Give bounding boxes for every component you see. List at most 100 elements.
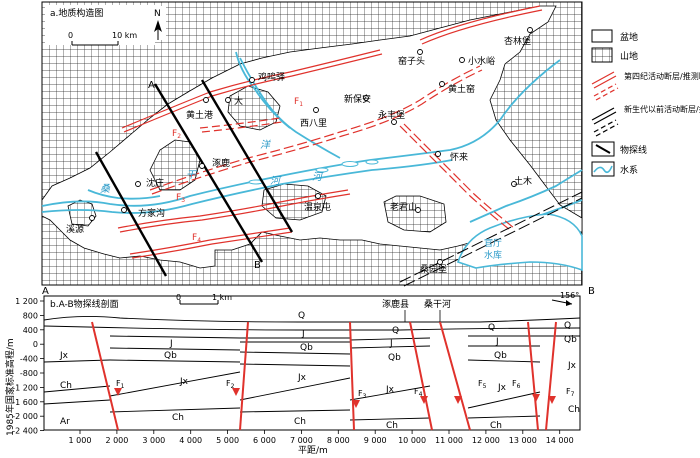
x-axis-label: 平距/m <box>298 445 328 456</box>
svg-text:山地: 山地 <box>620 50 638 62</box>
y-tick-label: -800 <box>20 369 38 378</box>
svg-text:N: N <box>154 9 161 19</box>
svg-text:F5: F5 <box>478 379 487 390</box>
place-label-huangtugang: 黄土港 <box>186 109 213 121</box>
svg-text:F1: F1 <box>116 379 125 390</box>
water-icon <box>593 165 613 174</box>
layer-labels: Q Q Q Q J J J J Qb Qb Qb Qb Qb Jx Jx Jx … <box>59 311 580 431</box>
pre-cenozoic-fault <box>399 191 583 287</box>
legend-item-water: 水系 <box>591 161 638 177</box>
place-marker-xinbaoan <box>363 95 369 101</box>
fault-label-f2: F2 <box>172 129 181 140</box>
x-tick-label: 6 000 <box>253 436 276 445</box>
reservoir-area <box>456 213 583 272</box>
place-label-huailai: 怀来 <box>450 151 468 163</box>
place-label-laojunshan: 老君山 <box>390 201 417 213</box>
y-tick-label: 800 <box>23 311 38 320</box>
river-labels: 桑 干 河 洋 河 官厅 水库 <box>100 139 502 261</box>
map-title-box <box>45 5 155 45</box>
svg-text:河: 河 <box>270 175 282 187</box>
legend-item-pre-fault: 新生代以前活动断层/推测断层 <box>591 104 700 137</box>
y-tick-label: -1 600 <box>12 398 38 407</box>
place-label-xibali: 西八里 <box>300 118 327 129</box>
place-marker-tai <box>225 97 231 103</box>
svg-text:Qb: Qb <box>164 351 177 361</box>
place-marker-xibali <box>313 107 319 113</box>
y-tick-label: 0 <box>33 340 38 349</box>
map-end-a: A <box>148 80 155 91</box>
section-frame <box>43 295 581 431</box>
svg-text:F3: F3 <box>358 389 367 400</box>
svg-text:干: 干 <box>186 170 197 181</box>
svg-text:物探线: 物探线 <box>620 144 647 156</box>
place-label-xiyuan: 溪源 <box>66 223 84 235</box>
mountain-island <box>261 183 327 221</box>
place-marker-xiaoshuiyu <box>459 57 465 63</box>
x-tick-label: 10 000 <box>398 436 426 445</box>
place-marker-yongfengbao <box>391 119 397 125</box>
basin-icon <box>591 29 613 43</box>
place-label-shenzhuang: 沈庄 <box>146 177 164 189</box>
svg-text:J: J <box>495 337 499 347</box>
svg-text:Jx: Jx <box>297 373 307 383</box>
place-markers: 杏林堡窑子头小水峪黄土窑鸡鸣驿新保安永丰堡西八里黄土港大怀来沈庄涿鹿土木方家沟溪… <box>66 27 533 275</box>
azimuth-indicator: 156° <box>551 291 579 306</box>
y-tick-label: 400 <box>23 326 38 335</box>
place-marker-fangjiagou <box>121 207 127 213</box>
place-label-xinglinbao: 杏林堡 <box>504 35 531 47</box>
x-tick-label: 11 000 <box>435 436 463 445</box>
svg-text:J: J <box>389 339 393 349</box>
x-tick-label: 4 000 <box>179 436 202 445</box>
x-tick-label: 8 000 <box>327 436 350 445</box>
place-marker-xiyuan <box>89 215 95 221</box>
svg-text:0: 0 <box>176 293 181 302</box>
svg-text:J: J <box>169 339 173 349</box>
place-marker-laojunshan <box>415 207 421 213</box>
place-marker-huangtugang <box>203 97 209 103</box>
map-end-b: B <box>254 260 261 271</box>
survey-lines <box>94 79 294 277</box>
place-label-yongfengbao: 永丰堡 <box>378 109 405 121</box>
mountain-island <box>383 195 447 233</box>
svg-text:J: J <box>301 329 305 339</box>
legend-label-quaternary-fault: 第四纪活动断层/推测断层 <box>624 71 700 81</box>
label-river: 桑干河 <box>424 298 451 310</box>
svg-text:Jx: Jx <box>179 377 189 387</box>
svg-text:F2: F2 <box>226 379 235 390</box>
map-title: a.地质构造图 <box>50 7 103 19</box>
legend-label-pre-fault: 新生代以前活动断层/推测断层 <box>624 104 700 114</box>
svg-text:Qb: Qb <box>564 335 577 345</box>
fault-arrows <box>114 388 556 408</box>
place-label-xinbaoan: 新保安 <box>344 93 371 105</box>
fault-label-f3: F3 <box>176 193 185 204</box>
svg-text:Ch: Ch <box>490 421 502 431</box>
svg-text:Q: Q <box>564 321 571 331</box>
svg-text:Jx: Jx <box>567 361 577 371</box>
svg-text:Qb: Qb <box>388 353 401 363</box>
svg-text:Jx: Jx <box>59 351 69 361</box>
x-tick-label: 3 000 <box>142 436 165 445</box>
fault-label-f4: F4 <box>192 233 201 244</box>
mountain-icon <box>591 47 613 63</box>
place-marker-huailai <box>435 151 441 157</box>
place-label-yaozitou: 窑子头 <box>398 55 425 67</box>
place-label-zhuolu: 涿鹿 <box>212 157 230 169</box>
svg-text:Ch: Ch <box>294 417 306 427</box>
north-arrow-icon: N <box>150 6 166 40</box>
place-label-tumu: 土木 <box>514 175 532 187</box>
x-tick-label: 14 000 <box>546 436 574 445</box>
svg-text:Ch: Ch <box>386 421 398 431</box>
svg-text:Ch: Ch <box>60 381 72 391</box>
svg-text:桑: 桑 <box>100 183 111 195</box>
y-tick-label: 1 200 <box>15 297 38 306</box>
svg-text:官厅: 官厅 <box>484 237 502 249</box>
place-marker-zhuolu <box>199 163 205 169</box>
section-faults <box>91 321 557 431</box>
quaternary-fault-icon <box>591 71 619 101</box>
svg-text:F4: F4 <box>414 387 423 398</box>
place-marker-xinglinbao <box>527 27 533 33</box>
section-end-a: A <box>42 286 49 297</box>
x-tick-label: 5 000 <box>216 436 239 445</box>
y-tick-label: -400 <box>20 355 38 364</box>
